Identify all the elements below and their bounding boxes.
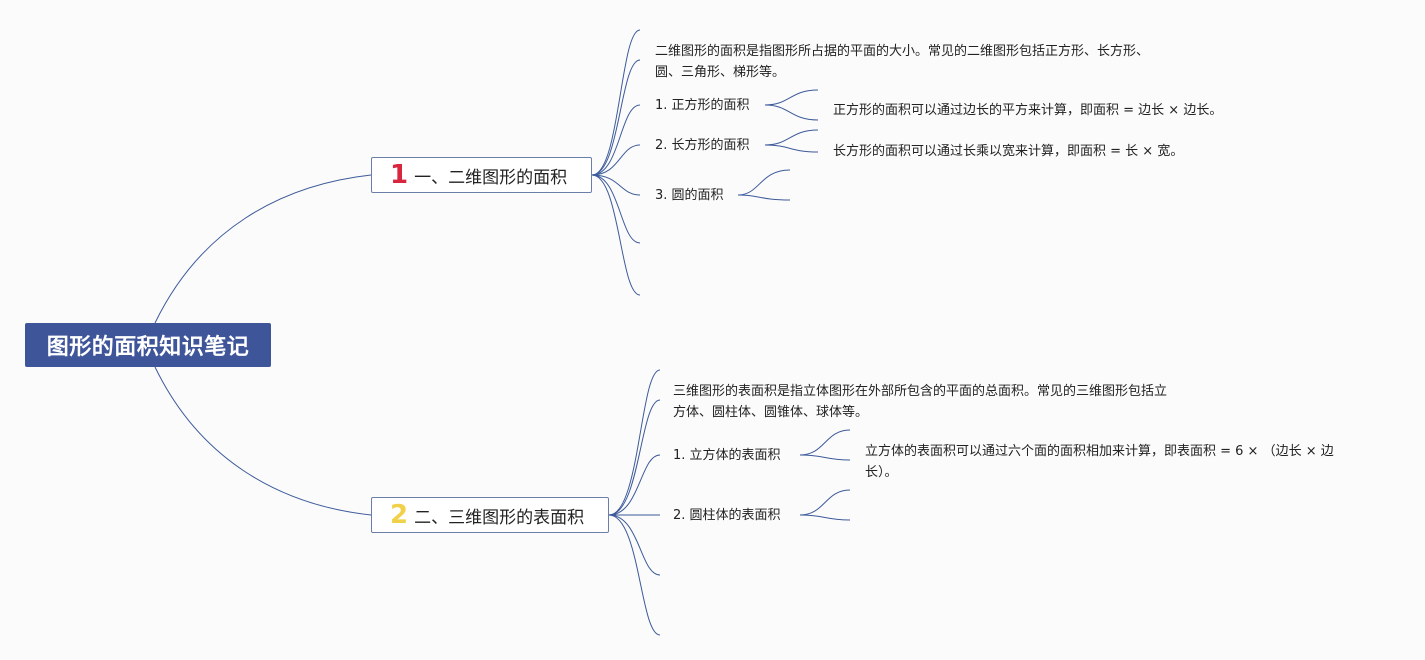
link-t1-item3-detail [737,169,791,196]
link-t1-item3 [591,174,641,196]
topic-number-badge: 1 [390,160,409,190]
link-root-topic2 [154,366,372,516]
link-t2-item1-detail-b [799,454,851,461]
link-t2-item2-detail [799,489,851,516]
topic-label: 一、二维图形的面积 [414,167,568,188]
link-t1-empty1 [591,174,641,244]
link-t2-item2-detail-b [799,514,851,521]
root-topic-label: 图形的面积知识笔记 [46,335,250,360]
topic1-intro-text[interactable]: 二维图形的面积是指图形所占据的平面的大小。常见的二维图形包括正方形、长方形、圆、… [655,44,1150,80]
topic1-item-circle[interactable]: 3. 圆的面积 [655,188,724,203]
topic-number-badge: 2 [390,500,409,530]
topic2-item-cube-detail[interactable]: 立方体的表面积可以通过六个面的面积相加来计算，即表面积 = 6 × （边长 × … [865,444,1334,480]
link-t2-item1-detail [799,429,851,456]
link-t1-item2-detail-b [764,144,819,153]
link-t1-empty2 [591,174,641,296]
root-topic[interactable]: 图形的面积知识笔记 [25,323,271,367]
link-t2-empty1 [608,514,661,576]
link-t1-item2 [591,144,641,176]
link-t1-intro [591,29,641,176]
link-t2-intro [608,369,661,516]
link-t2-empty2 [608,514,661,636]
topic1-item-square-detail[interactable]: 正方形的面积可以通过边长的平方来计算，即面积 = 边长 × 边长。 [833,103,1223,118]
topic1-item-rectangle-detail[interactable]: 长方形的面积可以通过长乘以宽来计算，即面积 = 长 × 宽。 [833,144,1184,159]
link-root-topic1 [154,174,372,324]
link-t1-item1 [591,104,641,176]
topic2-intro-text[interactable]: 三维图形的表面积是指立体图形在外部所包含的平面的总面积。常见的三维图形包括立方体… [673,384,1168,420]
topic2-item-cylinder[interactable]: 2. 圆柱体的表面积 [673,508,781,523]
link-t1-item2-detail [764,129,819,146]
topic1-item-rectangle[interactable]: 2. 长方形的面积 [655,138,750,153]
link-t1-item1-detail [764,89,819,106]
topic-three-dimensional-surface-area[interactable]: 2 二、三维图形的表面积 [371,497,609,533]
link-t2-item1 [608,454,661,516]
link-t2-intro-b [608,399,661,516]
link-t1-item3-detail-b [737,194,791,201]
topic-two-dimensional-area[interactable]: 1 一、二维图形的面积 [371,157,592,193]
link-t1-item1-detail-b [764,104,819,121]
topic-label: 二、三维图形的表面积 [414,507,585,528]
topic2-item-cube[interactable]: 1. 立方体的表面积 [673,448,781,463]
link-t1-intro-b [591,59,641,176]
topic1-item-square[interactable]: 1. 正方形的面积 [655,98,750,113]
